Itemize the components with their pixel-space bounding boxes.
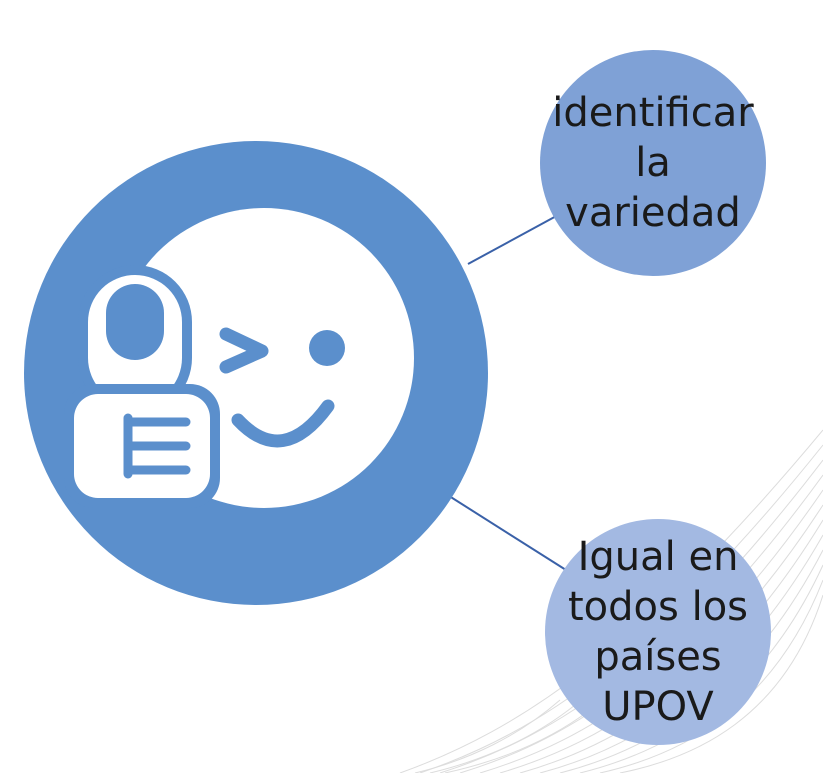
connector-top <box>467 213 561 265</box>
node-identificar-line-1: identificar <box>552 90 754 136</box>
connector-bottom <box>445 493 567 571</box>
smile <box>231 399 335 448</box>
node-identificar-label: identificar la variedad <box>540 52 766 274</box>
node-identificar-line-3: variedad <box>565 190 741 236</box>
wink-eye <box>219 327 269 374</box>
thumbs-up-wink-face-icon <box>64 208 414 508</box>
finger-lines <box>123 417 191 475</box>
node-igual-label: Igual en todos los países UPOV <box>546 520 770 744</box>
node-identificar-circle <box>540 50 766 276</box>
open-eye <box>309 330 345 366</box>
node-igual-circle <box>545 519 771 745</box>
node-igual-line-1: Igual en <box>577 534 739 580</box>
node-identificar-line-2: la <box>635 140 671 186</box>
node-igual-line-3: países <box>594 634 722 680</box>
node-igual-line-2: todos los <box>568 584 748 630</box>
thumb-nail <box>106 284 164 360</box>
node-igual-line-4: UPOV <box>602 684 714 730</box>
